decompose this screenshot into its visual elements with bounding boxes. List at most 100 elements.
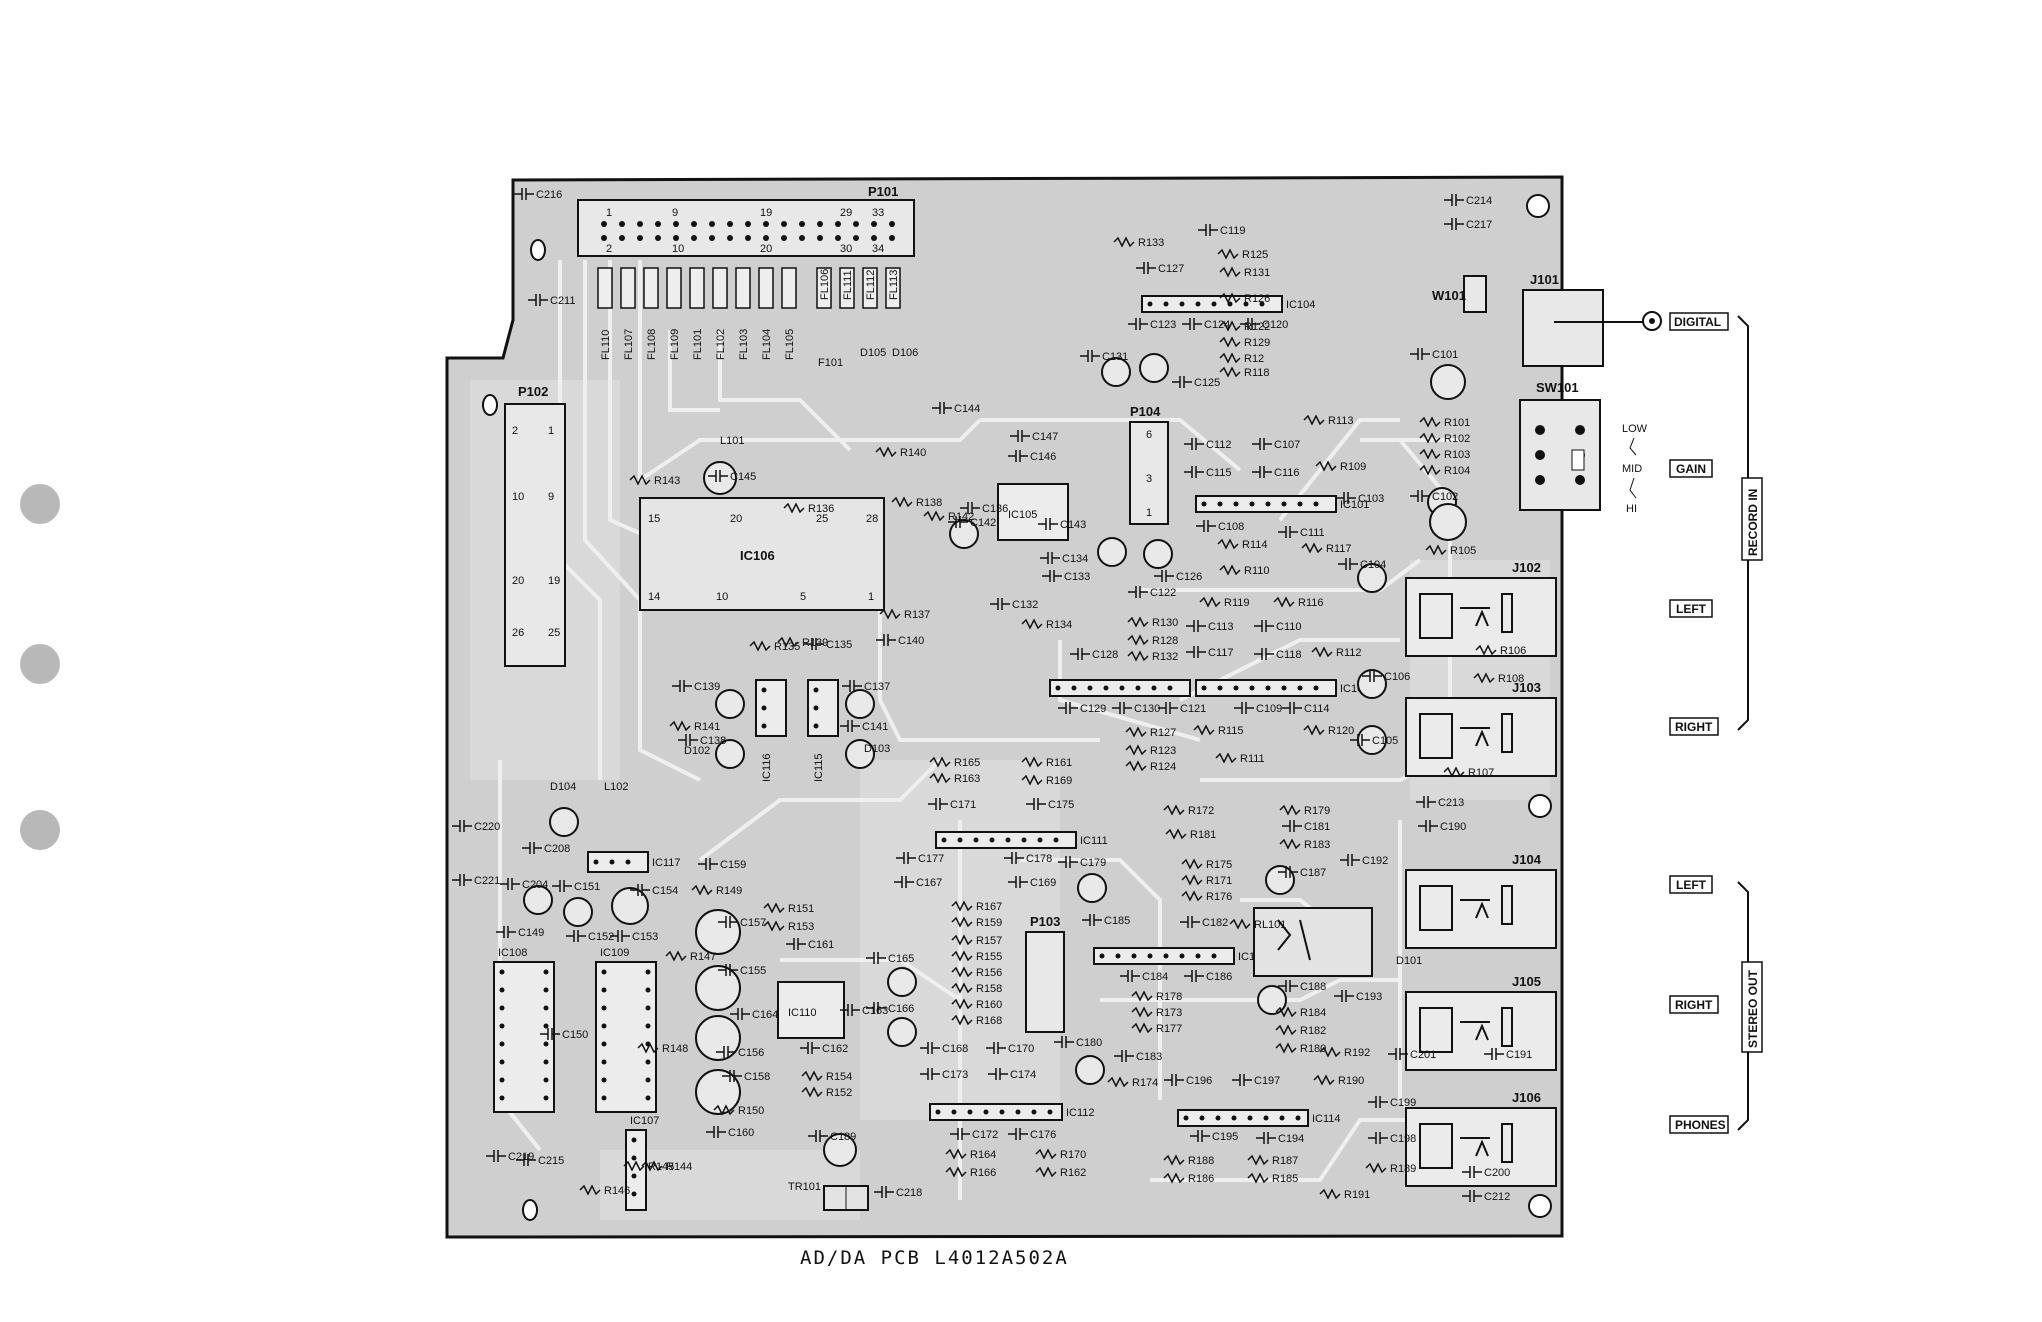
component-c221: C221 <box>452 874 500 887</box>
component-label: C113 <box>1208 621 1233 633</box>
component-label: C108 <box>1218 521 1244 533</box>
ic104-label: IC104 <box>1286 299 1315 311</box>
component-c191: C191 <box>1484 1048 1532 1061</box>
component-c131: C131 <box>1080 350 1128 363</box>
component-label: R103 <box>1444 449 1470 461</box>
j103-label: J103 <box>1512 680 1541 695</box>
component-r164: R164 <box>945 1148 996 1161</box>
component-label: R169 <box>1046 775 1072 787</box>
component-label: C220 <box>474 821 500 833</box>
component-c215: C215 <box>516 1154 564 1167</box>
component-c140: C140 <box>876 634 924 647</box>
component-label: R127 <box>1150 727 1176 739</box>
component-c118: C118 <box>1254 648 1301 661</box>
jack-j101: J101 <box>1522 272 1662 367</box>
component-r118: R118 <box>1219 366 1269 379</box>
component-c134: C134 <box>1040 552 1088 565</box>
svg-text:SW101: SW101 <box>1536 380 1579 395</box>
component-label: R147 <box>690 951 716 963</box>
component-l101: L101 <box>720 435 744 447</box>
svg-text:15: 15 <box>648 513 660 525</box>
component-label: R141 <box>694 721 720 733</box>
component-label: R191 <box>1344 1189 1370 1201</box>
component-label: C109 <box>1256 703 1282 715</box>
component-c106: C106 <box>1362 670 1410 683</box>
component-c152: C152 <box>566 930 614 943</box>
component-label: D104 <box>550 781 576 793</box>
svg-text:14: 14 <box>648 591 660 603</box>
component-label: C103 <box>1358 493 1384 505</box>
component-label: R152 <box>826 1087 852 1099</box>
component-label: D106 <box>892 347 918 359</box>
filter-label: FL101 <box>692 329 704 360</box>
component-label: R139 <box>802 637 828 649</box>
component-r158: R158 <box>951 982 1002 995</box>
component-c158: C158 <box>722 1070 770 1083</box>
component-label: C161 <box>808 939 834 951</box>
component-r162: R162 <box>1035 1166 1086 1179</box>
mounting-hole-top-right <box>1526 194 1550 218</box>
electrolytic-capacitor <box>1357 669 1387 699</box>
component-r105: R105 <box>1425 544 1476 557</box>
component-label: R187 <box>1272 1155 1298 1167</box>
binder-hole-top <box>20 484 60 524</box>
component-label: C154 <box>652 885 678 897</box>
component-label: R189 <box>1390 1163 1416 1175</box>
ic109-chip: IC109 <box>595 947 657 1113</box>
component-r171: R171 <box>1181 874 1232 887</box>
component-c132: C132 <box>990 598 1038 611</box>
electrolytic-capacitor <box>523 885 553 915</box>
component-c184: C184 <box>1120 970 1168 983</box>
component-d101: D101 <box>1396 955 1422 967</box>
filter-label: FL110 <box>600 330 612 360</box>
electrolytic-capacitor <box>1143 539 1173 569</box>
mounting-hole-left <box>482 394 498 416</box>
svg-text:10: 10 <box>716 591 728 603</box>
component-label: C124 <box>1204 319 1230 331</box>
component-label: C208 <box>544 843 570 855</box>
component-label: C195 <box>1212 1131 1238 1143</box>
component-c195: C195 <box>1190 1130 1238 1143</box>
component-r132: R132 <box>1127 650 1178 663</box>
component-r103: R103 <box>1419 448 1470 461</box>
component-label: R154 <box>826 1071 852 1083</box>
component-label: C204 <box>522 879 548 891</box>
component-label: R106 <box>1500 645 1526 657</box>
component-c161: C161 <box>786 938 834 951</box>
svg-text:19: 19 <box>760 207 772 219</box>
component-label: C153 <box>632 931 658 943</box>
component-label: C216 <box>536 189 562 201</box>
component-label: R120 <box>1328 725 1354 737</box>
component-c197: C197 <box>1232 1074 1280 1087</box>
ic105-label: IC105 <box>1008 509 1037 521</box>
component-r176: R176 <box>1181 890 1232 903</box>
jack-j102: J102 <box>1405 560 1557 657</box>
component-label: R143 <box>654 475 680 487</box>
component-c187: C187 <box>1278 866 1326 879</box>
component-label: C102 <box>1432 491 1458 503</box>
component-c157: C157 <box>718 916 766 929</box>
electrolytic-capacitor <box>1075 1055 1105 1085</box>
jack-j105: J105 <box>1405 974 1557 1071</box>
binder-hole-bottom <box>20 810 60 850</box>
svg-text:2: 2 <box>512 425 518 437</box>
electrolytic-capacitor <box>1429 503 1467 541</box>
component-c194: C194 <box>1256 1132 1304 1145</box>
component-r139: R139 <box>777 636 828 649</box>
filter-fl111: FL111 <box>839 267 855 309</box>
component-r141: R141 <box>669 720 720 733</box>
electrolytic-capacitor <box>1097 537 1127 567</box>
p101-pin-labels: 1 9 19 29 33 2 10 20 30 34 <box>606 207 884 255</box>
component-label: R125 <box>1242 249 1268 261</box>
filter-label: FL109 <box>669 329 681 360</box>
label-digital: DIGITAL <box>1674 315 1721 329</box>
component-c212: C212 <box>1462 1190 1510 1203</box>
component-label: C149 <box>518 927 544 939</box>
component-c155: C155 <box>718 964 766 977</box>
component-r151: R151 <box>763 902 814 915</box>
component-c211: C211 <box>528 294 575 307</box>
component-c147: C147 <box>1010 430 1058 443</box>
component-label: C197 <box>1254 1075 1280 1087</box>
component-c113: C113 <box>1186 620 1233 633</box>
